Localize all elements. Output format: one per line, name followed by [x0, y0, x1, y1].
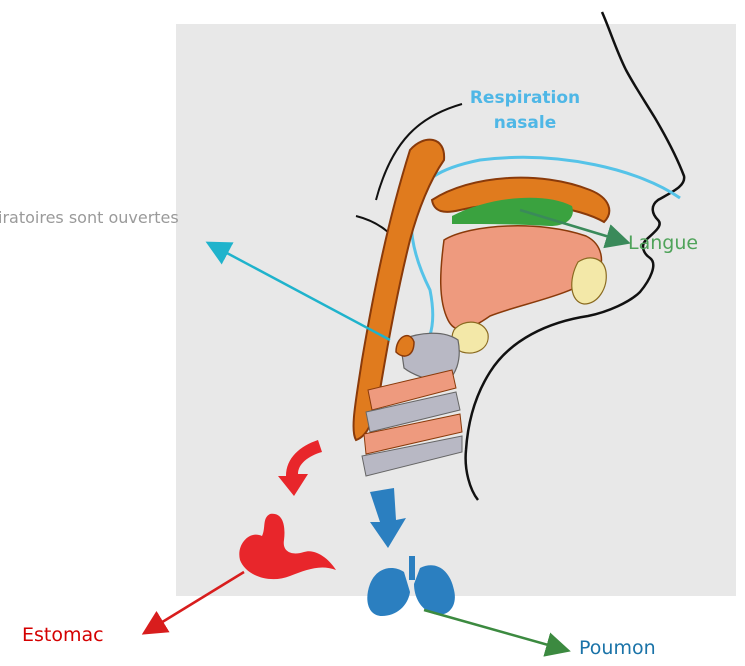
poumon-label: Poumon [579, 639, 656, 658]
estomac-label: Estomac [22, 626, 104, 645]
airway-open-label: iratoires sont ouvertes [0, 210, 179, 226]
respiration-nasale-label: Respiration nasale [440, 86, 610, 136]
poumon-pointer-arrow [424, 610, 566, 650]
langue-label: Langue [628, 234, 698, 253]
